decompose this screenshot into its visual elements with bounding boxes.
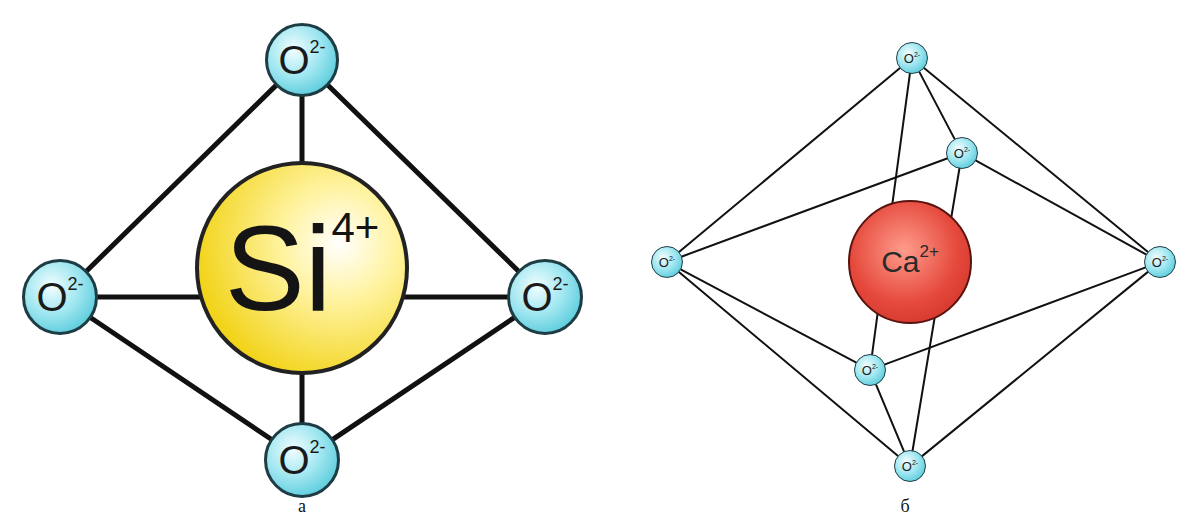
oxygen-ion: O2- bbox=[264, 422, 340, 498]
ion-symbol: O bbox=[862, 364, 872, 377]
figure-label: б bbox=[900, 497, 909, 515]
ion-charge: 2- bbox=[914, 51, 920, 58]
ion-charge: 2- bbox=[1162, 255, 1168, 262]
oxygen-ion: O2- bbox=[854, 354, 886, 386]
ion-symbol: O bbox=[904, 52, 914, 65]
oxygen-ion: O2- bbox=[507, 259, 583, 335]
ion-charge: 4+ bbox=[331, 207, 379, 249]
ion-symbol: O bbox=[278, 40, 309, 80]
ion-symbol: O bbox=[521, 277, 552, 317]
ion-symbol: O bbox=[1152, 256, 1162, 269]
bond-line bbox=[919, 72, 954, 139]
bond-line bbox=[876, 385, 904, 451]
oxygen-ion: O2- bbox=[651, 246, 683, 278]
ion-symbol: O bbox=[659, 256, 669, 269]
oxygen-ion: O2- bbox=[1144, 246, 1176, 278]
ion-symbol: O bbox=[278, 440, 309, 480]
figure-label: а bbox=[298, 497, 306, 515]
bond-line bbox=[681, 270, 856, 363]
ion-symbol: Si bbox=[225, 208, 332, 328]
oxygen-ion: O2- bbox=[265, 23, 339, 97]
ion-symbol: O bbox=[954, 147, 964, 160]
ion-charge: 2- bbox=[872, 363, 878, 370]
oxygen-ion: O2- bbox=[946, 137, 978, 169]
ion-charge: 2- bbox=[553, 275, 569, 293]
ion-charge: 2- bbox=[310, 438, 326, 456]
ion-charge: 2- bbox=[68, 275, 84, 293]
oxygen-ion: O2- bbox=[894, 450, 926, 482]
ion-charge: 2+ bbox=[919, 243, 938, 260]
oxygen-ion: O2- bbox=[22, 259, 98, 335]
ion-charge: 2- bbox=[669, 255, 675, 262]
ion-symbol: O bbox=[36, 277, 67, 317]
ion-charge: 2- bbox=[964, 146, 970, 153]
silicon-ion: Si4+ bbox=[195, 161, 409, 375]
bond-line bbox=[976, 161, 1146, 255]
oxygen-ion: O2- bbox=[896, 42, 928, 74]
ion-symbol: O bbox=[902, 460, 912, 473]
calcium-ion: Ca2+ bbox=[848, 200, 972, 324]
ion-charge: 2- bbox=[912, 459, 918, 466]
ion-symbol: Ca bbox=[881, 247, 919, 277]
ion-charge: 2- bbox=[310, 38, 326, 56]
